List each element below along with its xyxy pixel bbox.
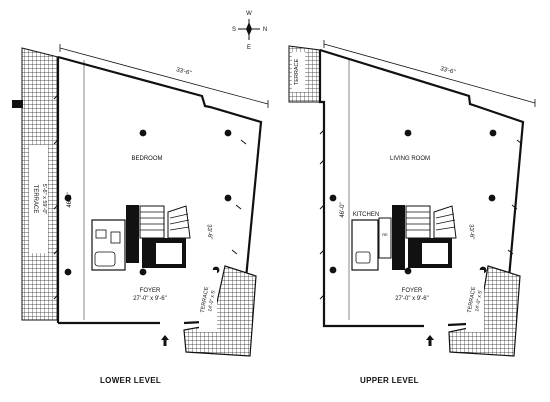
upper-room-living: LIVING ROOM	[390, 156, 430, 162]
upper-terrace-right-area	[448, 265, 521, 357]
lower-terrace-label-box	[29, 145, 48, 253]
compass-icon: W S N E	[232, 11, 267, 51]
upper-foyer-dim: 27'-0" x 9'-6"	[395, 296, 429, 302]
lower-foyer-label: FOYER	[140, 288, 161, 294]
lower-dim-top: 33'-6"	[175, 67, 191, 77]
lower-terrace-right-label: TERRACE	[200, 286, 211, 313]
lower-terrace-left-dim: 5'-6" x 59'-0"	[41, 184, 47, 215]
lower-level-plan: 33'-6" 46'-0" 33'-6" BEDROOM FOYER 27'-0…	[12, 44, 269, 357]
upper-entrance-arrow-icon	[426, 335, 434, 346]
lower-dim-left: 46'-0"	[67, 192, 73, 207]
compass-north: N	[263, 27, 267, 33]
lower-foyer-dim: 27'-0" x 9'-6"	[133, 296, 167, 302]
upper-terrace-right-label: TERRACE	[467, 286, 478, 313]
upper-terrace-right-dim: 14'-0" x 5'	[474, 290, 484, 313]
lower-entrance-arrow-icon	[161, 335, 169, 346]
upper-level-caption: UPPER LEVEL	[360, 376, 419, 385]
lower-dim-right: 33'-6"	[205, 224, 212, 240]
compass-west: W	[246, 11, 252, 17]
lower-terrace-right-area	[183, 265, 257, 357]
compass-east: E	[247, 45, 251, 51]
upper-dim-left: 46'-0"	[340, 202, 346, 217]
upper-foyer-label: FOYER	[402, 288, 423, 294]
upper-dim-right: 33'-6"	[467, 224, 474, 240]
upper-dim-top: 33'-6"	[439, 66, 455, 76]
upper-kitchen-label: KITCHEN	[353, 212, 379, 218]
compass-south: S	[232, 27, 236, 33]
svg-text:RE: RE	[382, 232, 388, 237]
upper-terrace-top-label: TERRACE	[294, 59, 300, 86]
lower-terrace-right-dim: 14'-0" x 5'	[207, 290, 217, 313]
lower-level-caption: LOWER LEVEL	[100, 376, 162, 385]
upper-level-plan: RE 33'-6" 46'-0" 33'-6" LIVING ROOM KITC…	[288, 40, 536, 357]
lower-terrace-left-label: TERRACE	[32, 185, 38, 214]
lower-room-bedroom: BEDROOM	[131, 156, 162, 162]
